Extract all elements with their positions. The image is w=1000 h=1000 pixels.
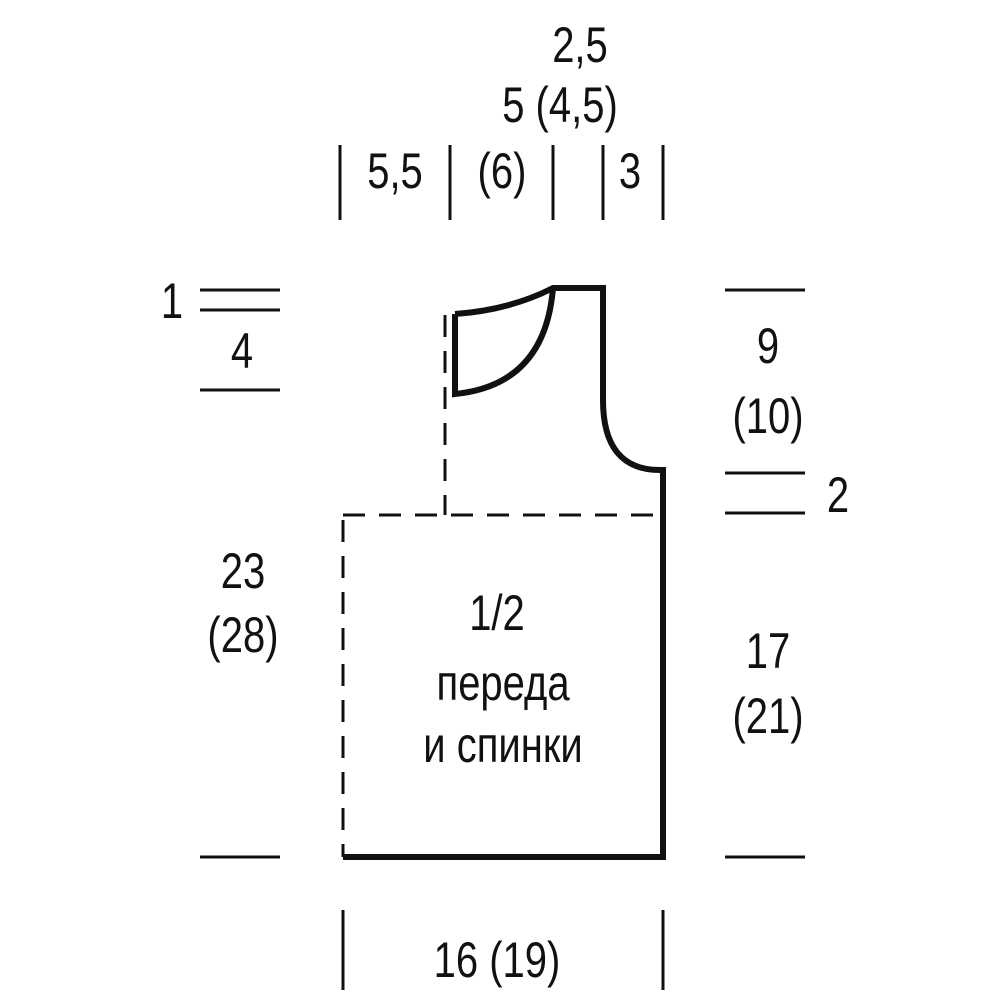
label-height: 23 [221,543,265,599]
label-side-alt: (21) [732,688,803,744]
label-side: 17 [746,623,790,679]
label-armhole: 9 [757,318,779,374]
label-shoulder: 3 [619,143,641,199]
garment-outline [343,285,666,860]
label-left-segment: 5,5 [367,143,423,199]
top-measure-ticks [338,145,665,220]
label-neck-depth: 4 [231,323,253,379]
neckline [452,287,556,398]
center-label-fraction: 1/2 [469,585,525,641]
label-left-segment-alt: (6) [478,143,527,199]
label-armhole-alt: (10) [732,388,803,444]
label-neck-width: 5 (4,5) [502,77,618,133]
label-width: 16 (19) [434,932,561,988]
label-height-alt: (28) [207,607,278,663]
center-label-back: и спинки [423,717,582,773]
center-label-front: переда [437,655,571,711]
label-top-small: 1 [161,273,183,329]
label-neck-depth-back: 2,5 [552,17,608,73]
label-armhole-offset: 2 [827,467,849,523]
